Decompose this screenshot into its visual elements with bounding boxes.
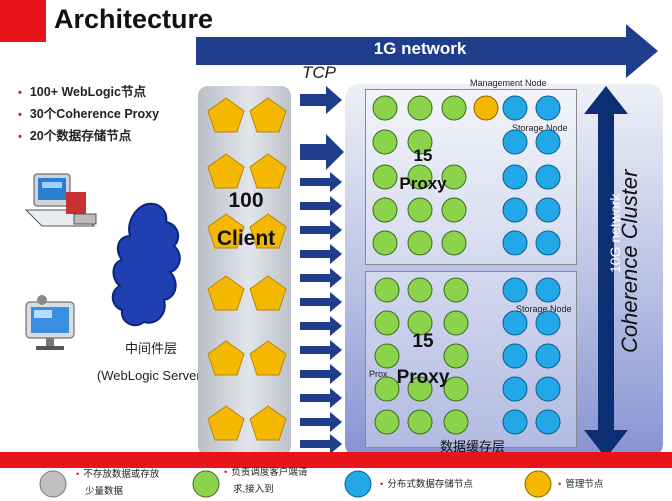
client-node [207,97,245,133]
client-node [249,275,287,311]
client-node [249,340,287,376]
client-text: Client [216,227,276,250]
network-1g-label: 1G network [373,39,467,58]
client-label: 100 Client [200,182,292,258]
legend-blue-line1: 分布式数据存储节点 [387,479,473,490]
legend-grey-line1: 不存放数据或存放 [83,469,160,480]
cluster-node-grid [372,95,561,435]
desktop-computer-icon [24,173,97,227]
legend-gold-line1: 管理节点 [565,479,604,490]
client-node [249,97,287,133]
legend-item-grey: •不存放数据或存放 少量数据 [76,466,159,500]
bullet-storage: 20个数据存储节点 [18,126,159,148]
legend-blue-dot [344,470,372,498]
legend-item-blue: •分布式数据存储节点 [380,479,473,490]
storage-node-label-top: Storage Node [512,123,568,133]
legend-gold-dot [524,470,552,498]
client-node [207,275,245,311]
legend-item-gold: •管理节点 [558,479,604,490]
client-node [207,340,245,376]
red-corner-decoration [0,0,46,42]
legend-green-dot [192,470,220,498]
network-10g-arrow [584,86,628,458]
middleware-subtitle: (WebLogic Server) [96,368,206,383]
legend-grey-line2: 少量数据 [85,486,124,497]
management-node-label: Management Node [470,78,547,88]
client-node [207,405,245,441]
tcp-label: TCP [302,63,336,82]
legend-green-line2: 求,接入到 [233,484,274,495]
legend-green-line1: 负责调度客户端请 [231,467,308,478]
footer-red-band [0,452,672,468]
storage-node-label-bottom: Storage Node [516,304,572,314]
proxy-top-count: 15 [413,146,433,165]
client-count: 100 [228,189,264,212]
tcp-arrows [300,86,344,454]
middleware-title: 中间件层 [124,341,177,356]
client-node-grid [207,97,287,441]
bullet-weblogic: 100+ WebLogic节点 [18,82,159,104]
bullet-proxy: 30个Coherence Proxy [18,104,159,126]
client-panel [198,86,291,456]
proxy-bottom-count: 15 [412,331,434,352]
bullet-list: 100+ WebLogic节点 30个Coherence Proxy 20个数据… [18,82,159,148]
legend-grey-dot [39,470,67,498]
proxy-bottom-label: 15 Proxy [378,324,468,396]
network-1g-arrow [196,24,658,78]
proxy-top-label: 15 Proxy [378,142,468,198]
legend-item-green: •负责调度客户端请 求,接入到 [224,464,307,498]
client-node [249,405,287,441]
monitor-icon [25,295,75,350]
slide-title: Architecture [54,4,214,34]
cloud-icon [111,202,181,327]
legend-markers [39,470,552,498]
proxy-small-label: Prox [369,369,388,379]
proxy-bottom-text: Proxy [396,367,450,388]
data-cache-layer-label: 数据缓存层 [440,439,506,454]
coherence-cluster-label: Coherence Cluster [617,169,642,353]
middleware-label: 中间件层 (WebLogic Server) [86,335,216,389]
proxy-top-text: Proxy [399,174,447,193]
